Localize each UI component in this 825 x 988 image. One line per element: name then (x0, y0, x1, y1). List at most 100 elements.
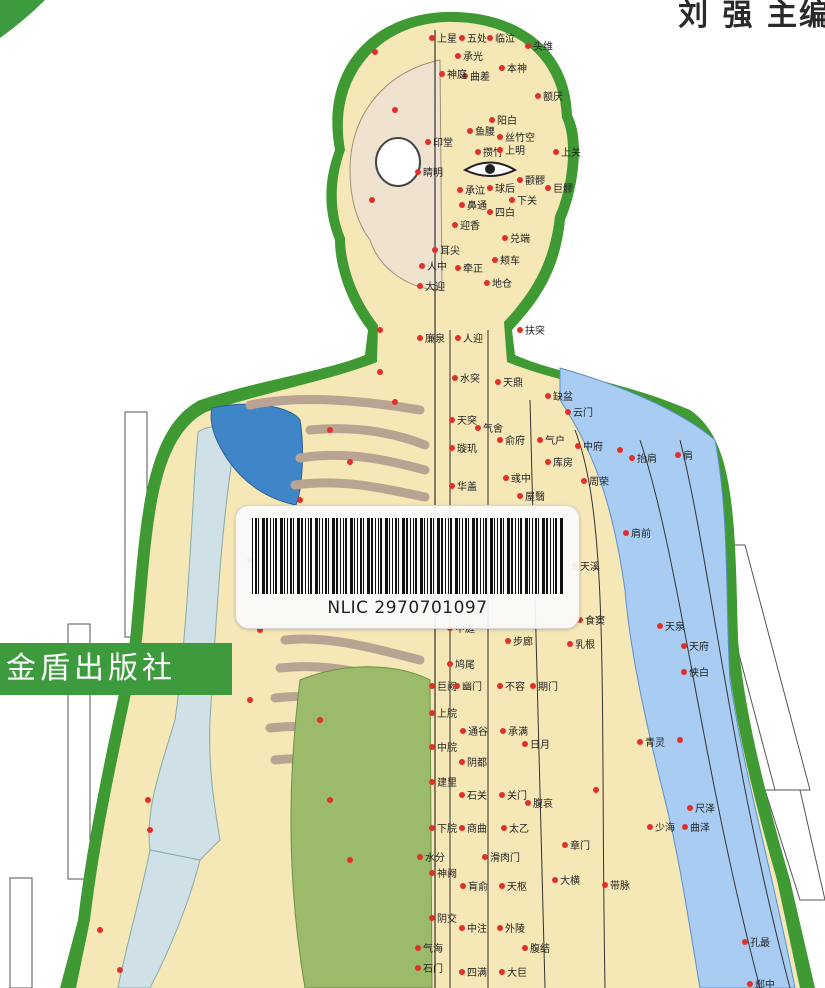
acupoint-dot (499, 883, 505, 889)
barcode-bar (415, 518, 417, 594)
acupoint-dot (497, 147, 503, 153)
acupoint-label: 扶突 (525, 324, 545, 337)
barcode-bar (427, 518, 428, 594)
acupoint-label: 云门 (573, 406, 593, 419)
barcode-bar (301, 518, 303, 594)
acupoint-label: 阴交 (437, 912, 457, 925)
acupoint-dot (377, 327, 383, 333)
acupoint-dot (247, 697, 253, 703)
acupoint-label: 大横 (560, 874, 580, 887)
acupoint-dot (517, 177, 523, 183)
acupoint-label: 承光 (463, 50, 483, 63)
barcode-bar (420, 518, 423, 594)
acupoint-dot (501, 825, 507, 831)
barcode-bar (480, 518, 481, 594)
barcode-bar (270, 518, 271, 594)
barcode-bar (322, 518, 323, 594)
acupoint-label: 璇玑 (457, 442, 477, 455)
acupoint-dot (347, 459, 353, 465)
acupoint-label: 少海 (655, 821, 675, 834)
acupoint-dot (415, 169, 421, 175)
barcode-bar (293, 518, 294, 594)
acupoint-dot (497, 683, 503, 689)
organ-region (291, 667, 432, 988)
barcode-bar (520, 518, 522, 594)
acupoint-dot (581, 478, 587, 484)
acupoint-label: 中注 (467, 922, 487, 935)
acupoint-label: 额厌 (543, 90, 563, 103)
acupoint-label: 章门 (570, 839, 590, 852)
acupoint-dot (432, 247, 438, 253)
barcode-bar (255, 518, 257, 594)
acupoint-label: 上明 (505, 145, 525, 157)
barcode-bar (340, 518, 341, 594)
barcode-bar (437, 518, 440, 594)
barcode-bar (494, 518, 495, 594)
barcode-bar (462, 518, 463, 594)
acupoint-dot (522, 945, 528, 951)
right-pupil (485, 164, 495, 174)
acupoint-dot (487, 209, 493, 215)
acupoint-dot (449, 445, 455, 451)
acupoint-label: 彧中 (511, 472, 531, 485)
acupoint-dot (415, 965, 421, 971)
acupoint-label: 肩前 (631, 527, 651, 540)
acupoint-label: 水突 (460, 372, 480, 385)
acupoint-dot (602, 882, 608, 888)
acupoint-label: 气海 (423, 942, 443, 955)
acupoint-label: 本神 (507, 62, 527, 75)
barcode-bar (398, 518, 399, 594)
barcode-bar (553, 518, 554, 594)
acupoint-label: 天鼎 (503, 377, 523, 389)
barcode-bar (392, 518, 393, 594)
barcode-bar (518, 518, 519, 594)
acupoint-label: 水分 (425, 852, 445, 864)
acupoint-label: 头维 (533, 40, 553, 53)
acupoint-label: 印堂 (433, 137, 453, 149)
acupoint-label: 大迎 (425, 280, 445, 293)
acupoint-dot (297, 497, 303, 503)
acupoint-label: 五处 (467, 33, 487, 45)
acupoint-label: 下脘 (437, 822, 457, 835)
acupoint-dot (429, 825, 435, 831)
barcode-bar (375, 518, 376, 594)
barcode-bar (406, 518, 408, 594)
acupoint-dot (567, 641, 573, 647)
acupoint-dot (455, 53, 461, 59)
barcode-bar (345, 518, 347, 594)
barcode-bar (310, 518, 312, 594)
acupoint-dot (682, 824, 688, 830)
barcode-bar (273, 518, 274, 594)
barcode-bar (308, 518, 309, 594)
barcode-bar (380, 518, 382, 594)
acupoint-dot (460, 883, 466, 889)
barcode-bar (395, 518, 397, 594)
acupoint-dot (459, 35, 465, 41)
acupoint-dot (492, 257, 498, 263)
acupoint-label: 下关 (517, 194, 537, 207)
corner-decoration (0, 0, 45, 38)
acupoint-label: 太乙 (509, 822, 529, 835)
acupoint-dot (617, 447, 623, 453)
barcode-bar (529, 518, 530, 594)
acupoint-dot (429, 683, 435, 689)
acupoint-dot (505, 638, 511, 644)
acupoint-dot (452, 375, 458, 381)
acupoint-dot (475, 149, 481, 155)
acupoint-label: 带脉 (610, 879, 630, 892)
acupoint-label: 神阙 (437, 867, 457, 880)
acupoint-label: 气户 (545, 434, 565, 447)
acupoint-dot (487, 35, 493, 41)
acupoint-dot (495, 379, 501, 385)
acupoint-dot (429, 779, 435, 785)
acupoint-dot (681, 643, 687, 649)
acupoint-dot (417, 283, 423, 289)
acupoint-dot (647, 824, 653, 830)
acupoint-dot (327, 427, 333, 433)
barcode-bar (385, 518, 388, 594)
acupoint-dot (522, 741, 528, 747)
acupoint-dot (565, 409, 571, 415)
acupoint-dot (449, 483, 455, 489)
acupoint-label: 廉泉 (425, 332, 445, 345)
